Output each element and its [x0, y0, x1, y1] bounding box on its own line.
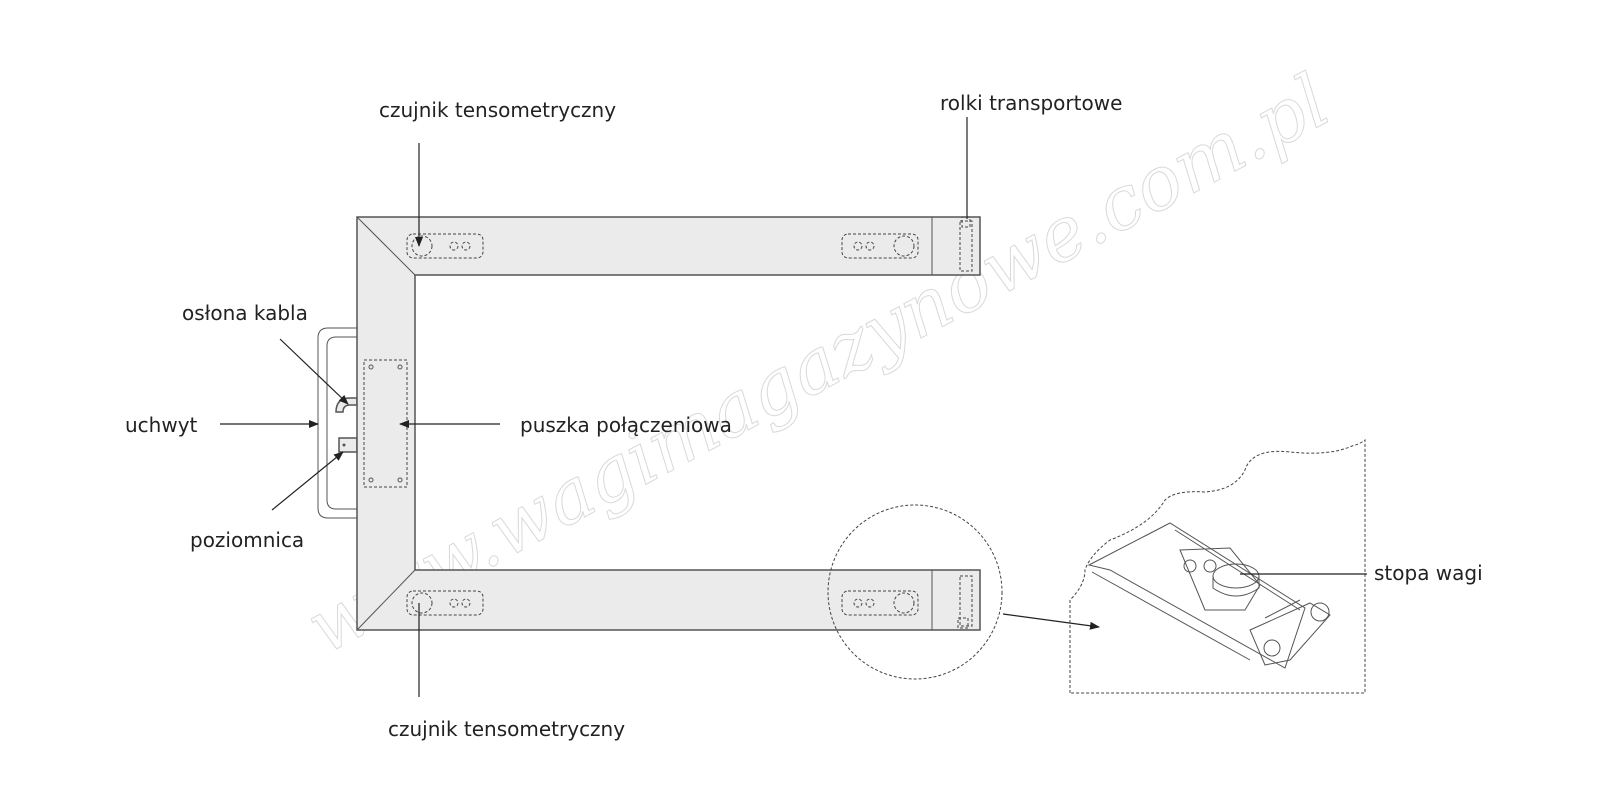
label-rollers: rolki transportowe [940, 91, 1122, 115]
detail-arrow [1002, 613, 1100, 630]
detail-circle [827, 504, 1003, 680]
transport-rollers [957, 216, 973, 629]
label-sensor-bottom: czujnik tensometryczny [388, 717, 625, 741]
label-scale-foot: stopa wagi [1374, 561, 1483, 585]
label-level: poziomnica [190, 528, 304, 552]
cable-cover [335, 397, 358, 413]
leader-level [271, 451, 344, 511]
label-junction-box: puszka połączeniowa [520, 413, 732, 437]
scale-foot-detail [1069, 438, 1366, 694]
load-cell-bottom-right [841, 590, 919, 616]
leader-cable-cover [279, 338, 349, 405]
load-cell-bottom-left [406, 590, 484, 616]
spirit-level [338, 437, 358, 453]
handle [317, 327, 357, 519]
label-sensor-top: czujnik tensometryczny [379, 98, 616, 122]
label-cable-cover: osłona kabla [182, 301, 308, 325]
load-cell-top-left [406, 233, 484, 259]
label-handle: uchwyt [125, 413, 198, 437]
load-cell-top-right [841, 233, 919, 259]
